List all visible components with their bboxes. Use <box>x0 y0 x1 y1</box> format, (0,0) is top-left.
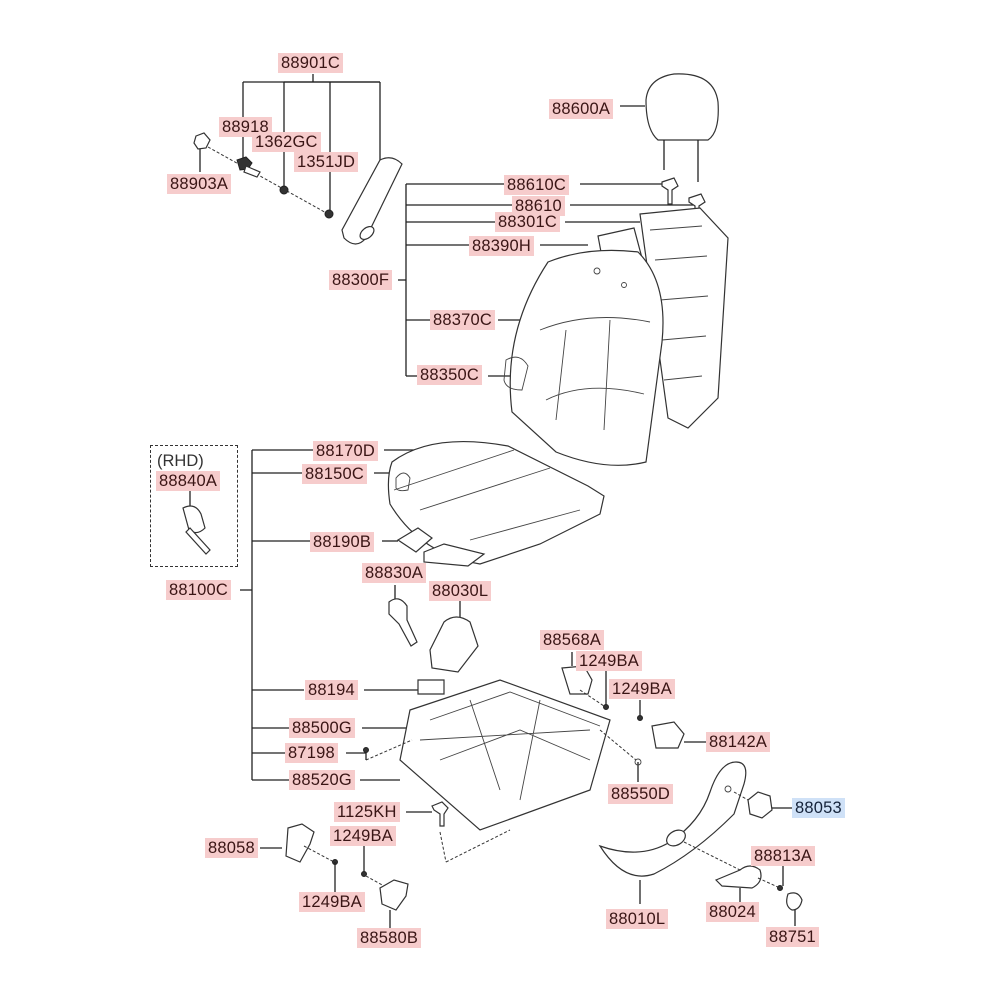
part-label-88840A[interactable]: 88840A <box>156 471 221 491</box>
part-label-88150C[interactable]: 88150C <box>302 464 367 484</box>
part-label-88610[interactable]: 88610 <box>512 196 565 216</box>
rhd-group-box <box>150 445 238 567</box>
part-label-88100C[interactable]: 88100C <box>166 580 231 600</box>
part-label-88010L[interactable]: 88010L <box>606 909 669 929</box>
part-label-1249BA-right[interactable]: 1249BA <box>609 679 675 699</box>
part-label-88300F[interactable]: 88300F <box>329 270 393 290</box>
part-label-88301C[interactable]: 88301C <box>495 212 560 232</box>
part-label-88142A[interactable]: 88142A <box>706 732 771 752</box>
part-label-88830A[interactable]: 88830A <box>362 563 427 583</box>
part-label-88901C[interactable]: 88901C <box>278 53 343 73</box>
cushion-drawing <box>387 440 605 567</box>
part-label-1125KH[interactable]: 1125KH <box>334 802 400 822</box>
side-shield-drawing <box>598 761 803 926</box>
part-label-1249BA-center[interactable]: 1249BA <box>330 826 396 846</box>
part-label-88053-selected[interactable]: 88053 <box>792 798 845 818</box>
part-label-1362GC[interactable]: 1362GC <box>252 132 321 152</box>
part-label-88520G[interactable]: 88520G <box>289 770 355 790</box>
part-label-88580B[interactable]: 88580B <box>357 928 422 948</box>
part-label-1249BA-upper[interactable]: 1249BA <box>576 651 642 671</box>
rhd-buckle-drawing <box>182 488 211 555</box>
part-label-88568A[interactable]: 88568A <box>540 630 605 650</box>
part-label-88550D[interactable]: 88550D <box>608 784 673 804</box>
seatback-leaders <box>398 183 693 377</box>
bottom-brackets-drawing <box>260 823 409 928</box>
rhd-note: (RHD) <box>157 452 204 470</box>
part-label-88610C[interactable]: 88610C <box>504 175 569 195</box>
part-label-88030L[interactable]: 88030L <box>429 581 492 601</box>
part-label-88194[interactable]: 88194 <box>305 680 358 700</box>
part-label-88190B[interactable]: 88190B <box>310 532 375 552</box>
part-label-88751[interactable]: 88751 <box>766 927 819 947</box>
part-label-88350C[interactable]: 88350C <box>417 365 482 385</box>
part-label-1351JD[interactable]: 1351JD <box>294 152 359 172</box>
part-label-88813A[interactable]: 88813A <box>751 846 816 866</box>
part-label-1249BA-lower[interactable]: 1249BA <box>299 892 365 912</box>
part-label-88370C[interactable]: 88370C <box>430 310 495 330</box>
part-label-88903A[interactable]: 88903A <box>167 174 232 194</box>
part-label-88500G[interactable]: 88500G <box>289 718 355 738</box>
part-label-88170D[interactable]: 88170D <box>313 441 378 461</box>
part-label-88024[interactable]: 88024 <box>706 902 759 922</box>
part-label-87198[interactable]: 87198 <box>285 743 338 763</box>
seatback-drawing <box>503 177 729 466</box>
part-label-88600A[interactable]: 88600A <box>549 99 614 119</box>
part-label-88390H[interactable]: 88390H <box>469 236 534 256</box>
part-label-88058[interactable]: 88058 <box>205 838 258 858</box>
lower-parts-drawing <box>363 585 706 863</box>
armrest-parts <box>193 132 403 245</box>
headrest-drawing <box>620 73 719 182</box>
